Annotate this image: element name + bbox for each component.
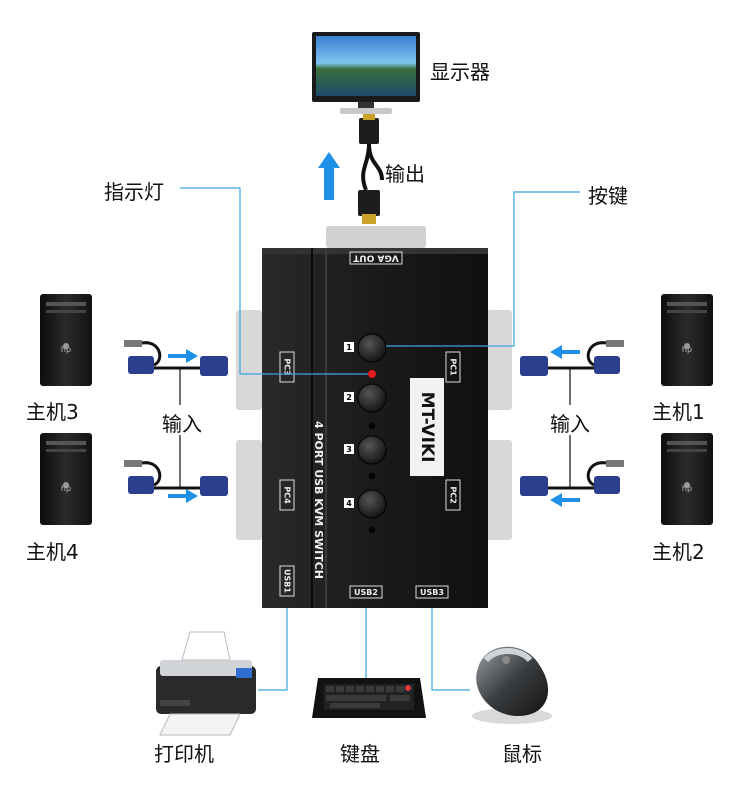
mouse-icon [472,646,552,724]
keyboard-icon [312,678,426,718]
input-cable-host2 [520,460,624,507]
mouse-label: 鼠标 [502,742,542,766]
usb2-port-label: USB2 [354,588,378,597]
printer-label: 打印机 [154,742,214,766]
host1-logo: hp [682,345,692,354]
button-1-number: 1 [346,343,352,352]
usb3-port-label: USB3 [420,588,444,597]
host2-tower-icon [661,433,713,525]
usb1-port-label: USB1 [283,569,292,593]
vga-output-cable [358,114,384,224]
host1-label: 主机1 [652,400,705,424]
pc2-port-label: PC2 [449,486,458,503]
printer-icon [156,631,256,736]
host4-tower-icon [40,433,92,525]
host3-tower-icon [40,294,92,386]
pc4-port-label: PC4 [283,486,292,504]
button-3-number: 3 [346,445,352,454]
host1-tower-icon [661,294,713,386]
model-text: 4 PORT USB KVM SWITCH [312,421,325,579]
keyboard-label: 键盘 [340,742,380,766]
input-cable-host1 [520,340,624,376]
button-4-number: 4 [346,499,352,508]
input-cable-host3 [124,340,228,376]
kvm-switch-device [236,226,512,608]
host4-label: 主机4 [26,540,79,564]
vga-out-label: VGA OUT [352,253,398,263]
brand-logo-text: MT-VIKI [417,392,437,463]
button-label: 按键 [588,184,628,208]
monitor-icon [312,32,420,114]
monitor-label: 显示器 [430,60,490,84]
host3-label: 主机3 [26,400,79,424]
callout-lines [180,187,580,691]
input-cable-host4 [124,460,228,503]
input-label-right: 输入 [550,412,590,436]
output-label: 输出 [385,162,425,186]
host3-logo: hp [61,345,71,354]
host2-logo: hp [682,484,692,493]
button-2-number: 2 [346,393,352,402]
output-arrow-icon [318,152,340,200]
host4-logo: hp [61,484,71,493]
indicator-label: 指示灯 [104,180,164,204]
input-label-left: 输入 [162,412,202,436]
host2-label: 主机2 [652,540,705,564]
pc3-port-label: PC3 [283,358,292,375]
pc1-port-label: PC1 [449,358,458,376]
